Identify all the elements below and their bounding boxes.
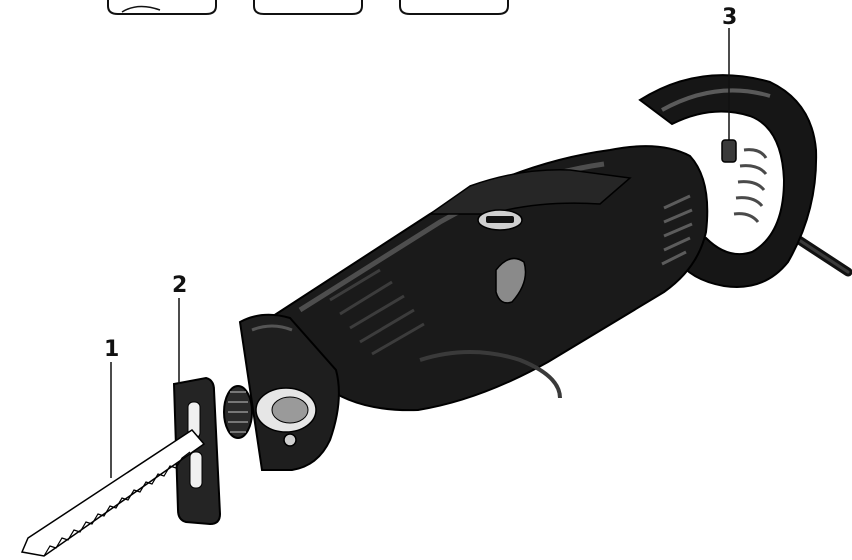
pictogram-frames [107,0,509,15]
callout-3: 3 [722,5,737,30]
shoe-plate [172,376,222,526]
rear-handle [638,74,818,288]
blade-teeth [43,451,191,557]
front-grip-ribs [329,268,425,356]
motor-housing [268,145,709,412]
callout-1: 1 [104,337,119,362]
pictogram-frame-3 [399,0,509,15]
handle-grip-ribs [733,148,768,223]
power-cord [791,233,852,277]
pictogram-frame-1 [107,0,217,15]
nose-housing [238,313,340,471]
pictogram-frame-2 [253,0,363,15]
leader-lines [110,28,730,478]
pictogram-frame-1-detail [121,5,161,13]
on-off-switch [721,139,737,163]
saw-blade [20,429,206,557]
motor-vents [661,194,693,266]
side-release-lever [495,257,527,304]
blade-clamp [223,385,297,447]
callout-2: 2 [172,273,187,298]
